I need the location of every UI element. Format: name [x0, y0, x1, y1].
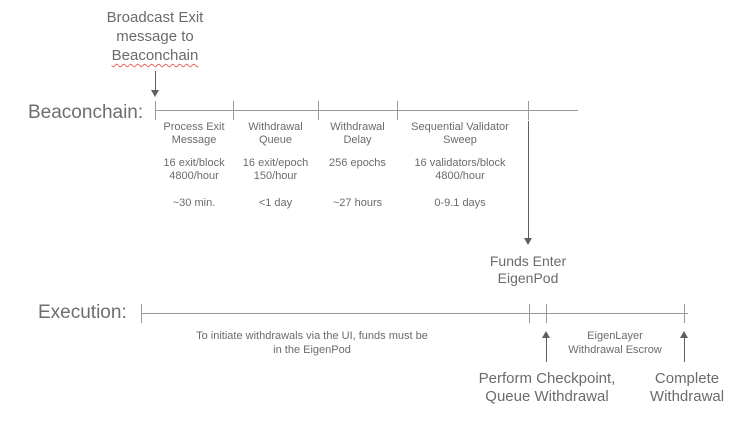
complete-withdrawal-label: Complete Withdrawal: [637, 370, 737, 406]
eigenlayer-withdrawal-escrow-label: EigenLayer Withdrawal Escrow: [554, 329, 676, 357]
segment-name: Sequential Validator Sweep: [397, 121, 523, 147]
timeline-tick: [546, 304, 547, 323]
broadcast-arrow-line: [155, 71, 156, 90]
segment-rate-line2: 150/hour: [253, 170, 298, 182]
segment-name-line2: Queue: [258, 134, 293, 146]
timeline-tick: [318, 101, 319, 120]
segment-rate-line1: 16 exit/block: [163, 157, 225, 169]
complete-withdrawal-line1: Complete: [654, 370, 720, 387]
timeline-tick: [155, 101, 156, 120]
funds-enter-arrow-line: [528, 121, 529, 238]
segment-rate: 16 exit/epoch 150/hour: [233, 157, 318, 183]
segment-name-line1: Withdrawal: [248, 121, 303, 133]
broadcast-arrow-down-icon: [151, 90, 159, 97]
segment-sequential-validator-sweep: Sequential Validator Sweep 16 validators…: [397, 121, 523, 213]
segment-duration: ~30 min.: [172, 197, 216, 209]
timeline-tick: [141, 304, 142, 323]
segment-name-line2: Sweep: [443, 134, 477, 146]
timeline-tick: [233, 101, 234, 120]
perform-checkpoint-line2: Queue Withdrawal: [485, 388, 609, 405]
perform-checkpoint-arrow-line: [546, 338, 547, 362]
segment-name-line1: Sequential Validator: [411, 121, 509, 133]
beaconchain-label: Beaconchain:: [28, 102, 144, 123]
execution-label: Execution:: [38, 302, 127, 323]
broadcast-exit-note-line2: message to: [116, 28, 194, 45]
escrow-line2: Withdrawal Escrow: [568, 344, 662, 356]
segment-rate-line1: 256 epochs: [329, 157, 386, 169]
perform-checkpoint-label: Perform Checkpoint, Queue Withdrawal: [458, 370, 636, 406]
execution-note-line2: in the EigenPod: [273, 344, 351, 356]
timeline-tick: [397, 101, 398, 120]
beaconchain-misspelled-word: Beaconchain: [111, 47, 199, 64]
segment-name-line2: Delay: [343, 134, 372, 146]
broadcast-exit-note: Broadcast Exit message to Beaconchain: [85, 8, 225, 65]
perform-checkpoint-line1: Perform Checkpoint,: [478, 370, 616, 387]
perform-checkpoint-arrow-up-icon: [542, 331, 550, 338]
segment-name-line2: Message: [171, 134, 217, 146]
segment-rate-line1: 16 validators/block: [414, 157, 506, 169]
funds-enter-line1: Funds Enter: [489, 253, 567, 269]
complete-withdrawal-arrow-up-icon: [680, 331, 688, 338]
execution-note-line1: To initiate withdrawals via the UI, fund…: [196, 330, 428, 342]
segment-rate-line2: 4800/hour: [169, 170, 219, 182]
funds-enter-arrow-down-icon: [524, 238, 532, 245]
broadcast-exit-note-line3: Beaconchain: [85, 46, 225, 65]
segment-rate: 16 exit/block 4800/hour: [152, 157, 236, 183]
complete-withdrawal-line2: Withdrawal: [649, 388, 725, 405]
segment-rate-line2: 4800/hour: [435, 170, 485, 182]
execution-note: To initiate withdrawals via the UI, fund…: [182, 329, 442, 357]
timeline-tick: [529, 304, 530, 323]
segment-name: Withdrawal Delay: [318, 121, 397, 147]
timeline-tick: [528, 101, 529, 120]
escrow-line1: EigenLayer: [587, 330, 643, 342]
segment-rate: 256 epochs: [318, 157, 397, 170]
beaconchain-timeline-line: [155, 110, 578, 111]
segment-duration: <1 day: [258, 197, 293, 209]
funds-enter-line2: EigenPod: [497, 270, 559, 286]
segment-name-line1: Process Exit: [163, 121, 225, 133]
segment-rate-line1: 16 exit/epoch: [242, 157, 309, 169]
segment-withdrawal-queue: Withdrawal Queue 16 exit/epoch 150/hour …: [233, 121, 318, 213]
funds-enter-eigenpod-label: Funds Enter EigenPod: [463, 253, 593, 287]
broadcast-exit-note-line1: Broadcast Exit: [106, 9, 204, 26]
segment-process-exit-message: Process Exit Message 16 exit/block 4800/…: [152, 121, 236, 213]
segment-name: Withdrawal Queue: [233, 121, 318, 147]
segment-rate: 16 validators/block 4800/hour: [397, 157, 523, 183]
timeline-tick: [684, 304, 685, 323]
segment-name: Process Exit Message: [152, 121, 236, 147]
segment-duration: 0-9.1 days: [434, 197, 486, 209]
execution-timeline-line: [141, 313, 688, 314]
segment-duration: ~27 hours: [332, 197, 383, 209]
complete-withdrawal-arrow-line: [684, 338, 685, 362]
segment-name-line1: Withdrawal: [330, 121, 385, 133]
segment-withdrawal-delay: Withdrawal Delay 256 epochs ~27 hours: [318, 121, 397, 213]
